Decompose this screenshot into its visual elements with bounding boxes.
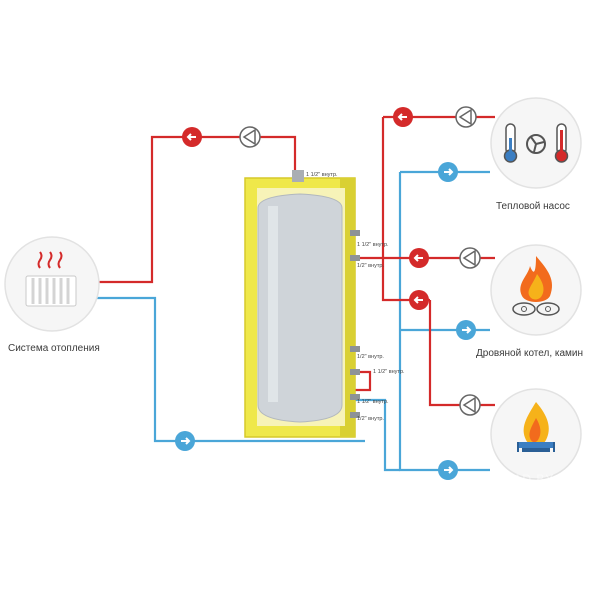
cold-pipe-tank-link-a bbox=[355, 398, 400, 472]
hot-pipe-radiator bbox=[80, 135, 297, 284]
wood-boiler-label: Дровяной котел, камин bbox=[476, 348, 583, 359]
heating-system-label: Система отопления bbox=[8, 343, 100, 354]
arrow-right-icon bbox=[175, 431, 195, 451]
port-connector bbox=[350, 230, 360, 236]
watermark: BELSKLAD.BY bbox=[462, 472, 554, 486]
hot-pipe-tank-link bbox=[355, 370, 372, 392]
cold-pipe-riser bbox=[398, 172, 440, 472]
heat-pump-label: Тепловой насос bbox=[496, 201, 570, 212]
circulation-pump-icon bbox=[455, 106, 477, 128]
thermometers-fan-icon bbox=[503, 123, 569, 163]
buffer-tank: 1 1/2" внутр. 1 1/2" внутр. 1/2" внутр. … bbox=[244, 170, 405, 438]
arrow-right-icon bbox=[438, 162, 458, 182]
port-label: 1/2" внутр. bbox=[357, 416, 384, 422]
tank-highlight bbox=[268, 206, 278, 402]
circulation-pump-icon bbox=[459, 247, 481, 269]
port-connector bbox=[350, 369, 360, 375]
cold-pipe-radiator bbox=[80, 296, 365, 443]
pumps bbox=[239, 106, 481, 416]
port-connector bbox=[350, 394, 360, 400]
arrow-left-icon bbox=[393, 107, 413, 127]
fire-logs-icon bbox=[512, 256, 560, 316]
radiator-icon bbox=[25, 251, 77, 307]
heating-system: Система отопления bbox=[4, 236, 100, 354]
tank-ports bbox=[350, 230, 360, 418]
port-label-top: 1 1/2" внутр. bbox=[306, 172, 338, 178]
tank-cylinder bbox=[257, 193, 343, 423]
cold-flow-arrows bbox=[175, 162, 476, 480]
hot-pipe-riser bbox=[381, 117, 430, 302]
tank-top-nozzle bbox=[292, 170, 304, 182]
port-label: 1/2" внутр. bbox=[357, 354, 384, 360]
circulation-pump-icon bbox=[459, 394, 481, 416]
arrow-left-icon bbox=[182, 127, 202, 147]
arrow-left-icon bbox=[409, 248, 429, 268]
port-connector bbox=[350, 346, 360, 352]
gas-flame-icon bbox=[517, 402, 555, 452]
hot-flow-arrows bbox=[182, 107, 429, 310]
port-label: 1/2" внутр. bbox=[357, 263, 384, 269]
port-label: 1 1/2" внутр. bbox=[357, 399, 389, 405]
arrow-right-icon bbox=[456, 320, 476, 340]
circulation-pump-icon bbox=[239, 126, 261, 148]
arrow-right-icon bbox=[438, 460, 458, 480]
arrow-left-icon bbox=[409, 290, 429, 310]
gas-burner bbox=[490, 388, 582, 480]
port-label: 1 1/2" внутр. bbox=[357, 242, 389, 248]
port-connector bbox=[350, 412, 360, 418]
port-connector bbox=[350, 255, 360, 261]
port-label: 1 1/2" внутр. bbox=[373, 369, 405, 375]
wood-boiler: Дровяной котел, камин bbox=[476, 244, 583, 359]
heat-pump: Тепловой насос bbox=[490, 97, 582, 212]
cold-pipes bbox=[80, 170, 490, 472]
